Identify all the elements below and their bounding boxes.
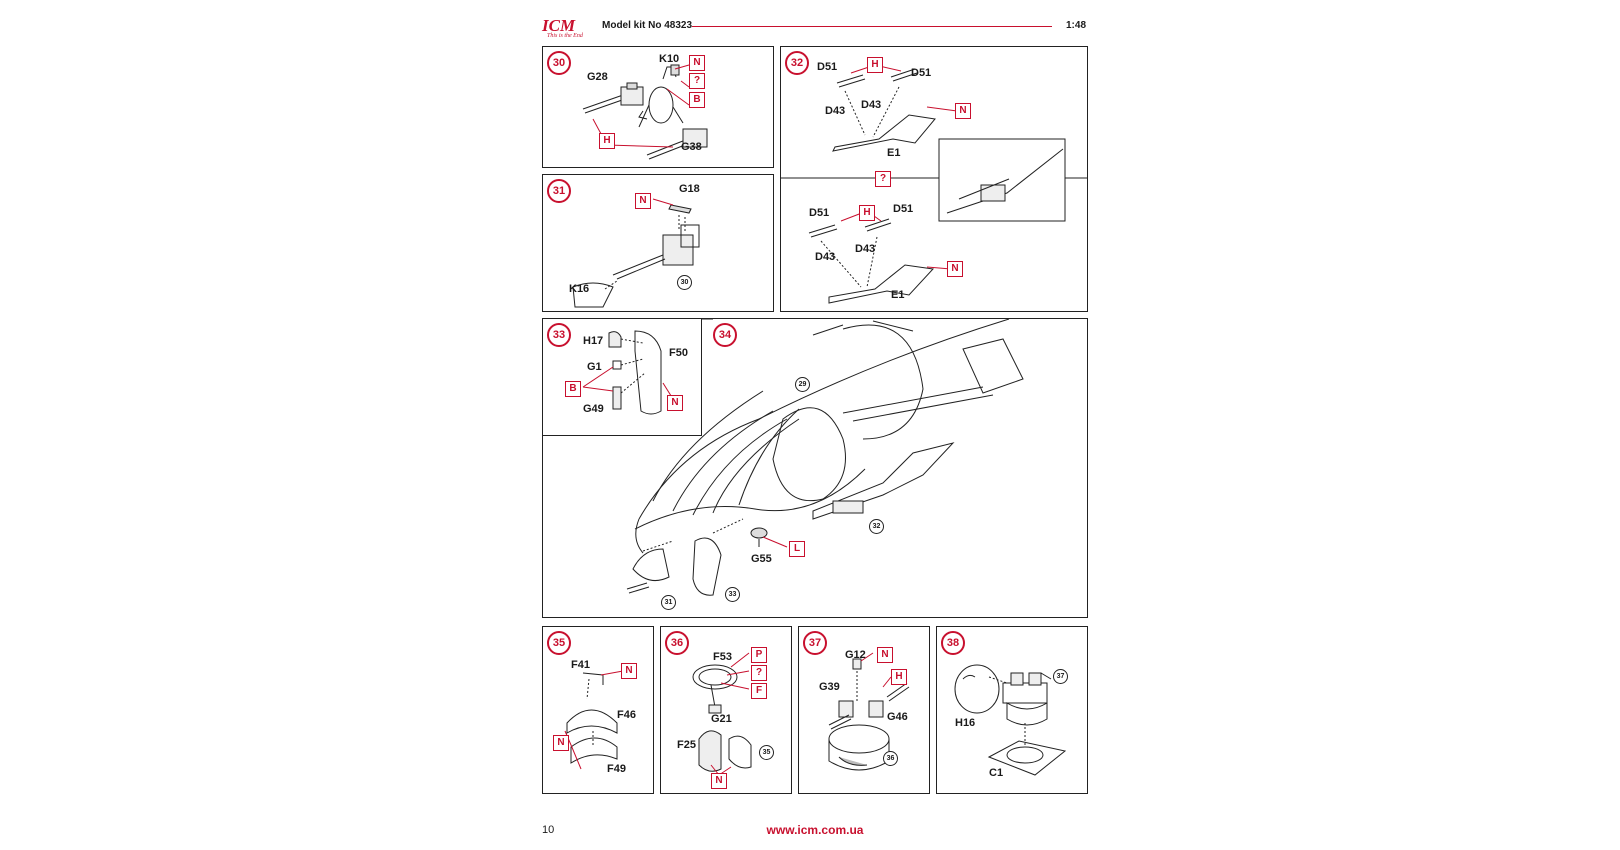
page-number: 10 xyxy=(542,824,555,836)
step-33-number: 33 xyxy=(547,323,571,347)
tag-h-32-bottom: H xyxy=(859,205,875,221)
step-33-panel: 33 H17 F50 G1 G49 B N xyxy=(542,318,702,436)
part-g38: G38 xyxy=(681,141,702,153)
tag-l-34: L xyxy=(789,541,805,557)
step-32-number: 32 xyxy=(785,51,809,75)
part-k16: K16 xyxy=(569,283,590,295)
part-f41: F41 xyxy=(571,659,590,671)
tag-b-30: B xyxy=(689,92,705,108)
part-f25: F25 xyxy=(677,739,696,751)
part-g55: G55 xyxy=(751,553,772,565)
part-d43-top-left: D43 xyxy=(825,105,846,117)
ref-36: 36 xyxy=(883,751,898,766)
part-d51-bottom-right: D51 xyxy=(893,203,914,215)
icm-logo: ICM This is the End xyxy=(542,16,586,42)
tag-q-30: ? xyxy=(689,73,705,89)
part-g39: G39 xyxy=(819,681,840,693)
part-d43-top-right: D43 xyxy=(861,99,882,111)
ref-30-in-31: 30 xyxy=(677,275,692,290)
part-g21: G21 xyxy=(711,713,732,725)
part-d43-bottom-left: D43 xyxy=(815,251,836,263)
step-36-panel: 36 F53 G21 F25 P ? F N 35 xyxy=(660,626,792,794)
part-h17: H17 xyxy=(583,335,604,347)
step-32-drawing xyxy=(781,64,1087,304)
step-35-drawing xyxy=(564,670,624,770)
step-30-drawing xyxy=(582,64,708,160)
tag-p-36: P xyxy=(751,647,767,663)
part-e1-bottom: E1 xyxy=(891,289,905,301)
step-34-number: 34 xyxy=(713,323,737,347)
step-31-drawing xyxy=(572,198,700,308)
ref-37: 37 xyxy=(1053,669,1068,684)
step-36-number: 36 xyxy=(665,631,689,655)
part-g49: G49 xyxy=(583,403,604,415)
page-header: ICM This is the End Model kit No 48323 1… xyxy=(540,14,1090,46)
ref-29: 29 xyxy=(795,377,810,392)
tag-n-35-bottom: N xyxy=(553,735,569,751)
step-35-number: 35 xyxy=(547,631,571,655)
part-d51-bottom-left: D51 xyxy=(809,207,830,219)
ref-31: 31 xyxy=(661,595,676,610)
tag-q-36: ? xyxy=(751,665,767,681)
part-f46: F46 xyxy=(617,709,636,721)
part-f49: F49 xyxy=(607,763,626,775)
tag-n-30: N xyxy=(689,55,705,71)
tag-b-33: B xyxy=(565,381,581,397)
ref-33: 33 xyxy=(725,587,740,602)
step-38-drawing xyxy=(954,664,1067,776)
footer-url-link[interactable]: www.icm.com.ua xyxy=(766,823,864,837)
step-30-number: 30 xyxy=(547,51,571,75)
part-d51-top-right: D51 xyxy=(911,67,932,79)
tag-n-33: N xyxy=(667,395,683,411)
tag-h-32-top: H xyxy=(867,57,883,73)
part-d43-bottom-right: D43 xyxy=(855,243,876,255)
part-d51-top-left: D51 xyxy=(817,61,838,73)
step-34-drawing xyxy=(626,319,1024,596)
step-35-panel: 35 F41 F46 F49 N N xyxy=(542,626,654,794)
part-f50: F50 xyxy=(669,347,688,359)
part-h16: H16 xyxy=(955,717,976,729)
part-g46: G46 xyxy=(887,711,908,723)
part-g1: G1 xyxy=(587,361,602,373)
tag-n-36: N xyxy=(711,773,727,789)
header-rule xyxy=(692,26,1052,27)
tag-f-36: F xyxy=(751,683,767,699)
part-g18: G18 xyxy=(679,183,700,195)
step-37-panel: 37 G12 G39 G46 N H 36 xyxy=(798,626,930,794)
step-32-panel: 32 D51 D51 D43 D43 E1 D51 D51 D43 D43 E1… xyxy=(780,46,1088,312)
logo-tagline: This is the End xyxy=(547,33,583,39)
tag-n-37: N xyxy=(877,647,893,663)
part-g12: G12 xyxy=(845,649,866,661)
tag-n-31: N xyxy=(635,193,651,209)
step-31-number: 31 xyxy=(547,179,571,203)
step-36-drawing xyxy=(692,652,752,776)
scale-label: 1:48 xyxy=(1065,20,1086,31)
ref-35: 35 xyxy=(759,745,774,760)
step-38-number: 38 xyxy=(941,631,965,655)
tag-h-37: H xyxy=(891,669,907,685)
step-37-drawing xyxy=(828,652,910,771)
step-30-panel: 30 K10 G28 G38 N ? B H xyxy=(542,46,774,168)
part-k10: K10 xyxy=(659,53,680,65)
part-f53: F53 xyxy=(713,651,732,663)
part-e1-top: E1 xyxy=(887,147,901,159)
ref-32: 32 xyxy=(869,519,884,534)
tag-n-32-top: N xyxy=(955,103,971,119)
part-g28: G28 xyxy=(587,71,608,83)
tag-q-32: ? xyxy=(875,171,891,187)
step-38-panel: 38 H16 C1 37 xyxy=(936,626,1088,794)
kit-number: Model kit No 48323 xyxy=(602,20,693,31)
step-37-number: 37 xyxy=(803,631,827,655)
part-c1: C1 xyxy=(989,767,1004,779)
step-33-drawing xyxy=(582,330,674,415)
step-31-panel: 31 G18 K16 N 30 xyxy=(542,174,774,312)
tag-n-35-top: N xyxy=(621,663,637,679)
logo-text: ICM xyxy=(542,16,576,35)
instruction-page: ICM This is the End Model kit No 48323 1… xyxy=(540,14,1090,844)
tag-h-30: H xyxy=(599,133,615,149)
tag-n-32-bottom: N xyxy=(947,261,963,277)
